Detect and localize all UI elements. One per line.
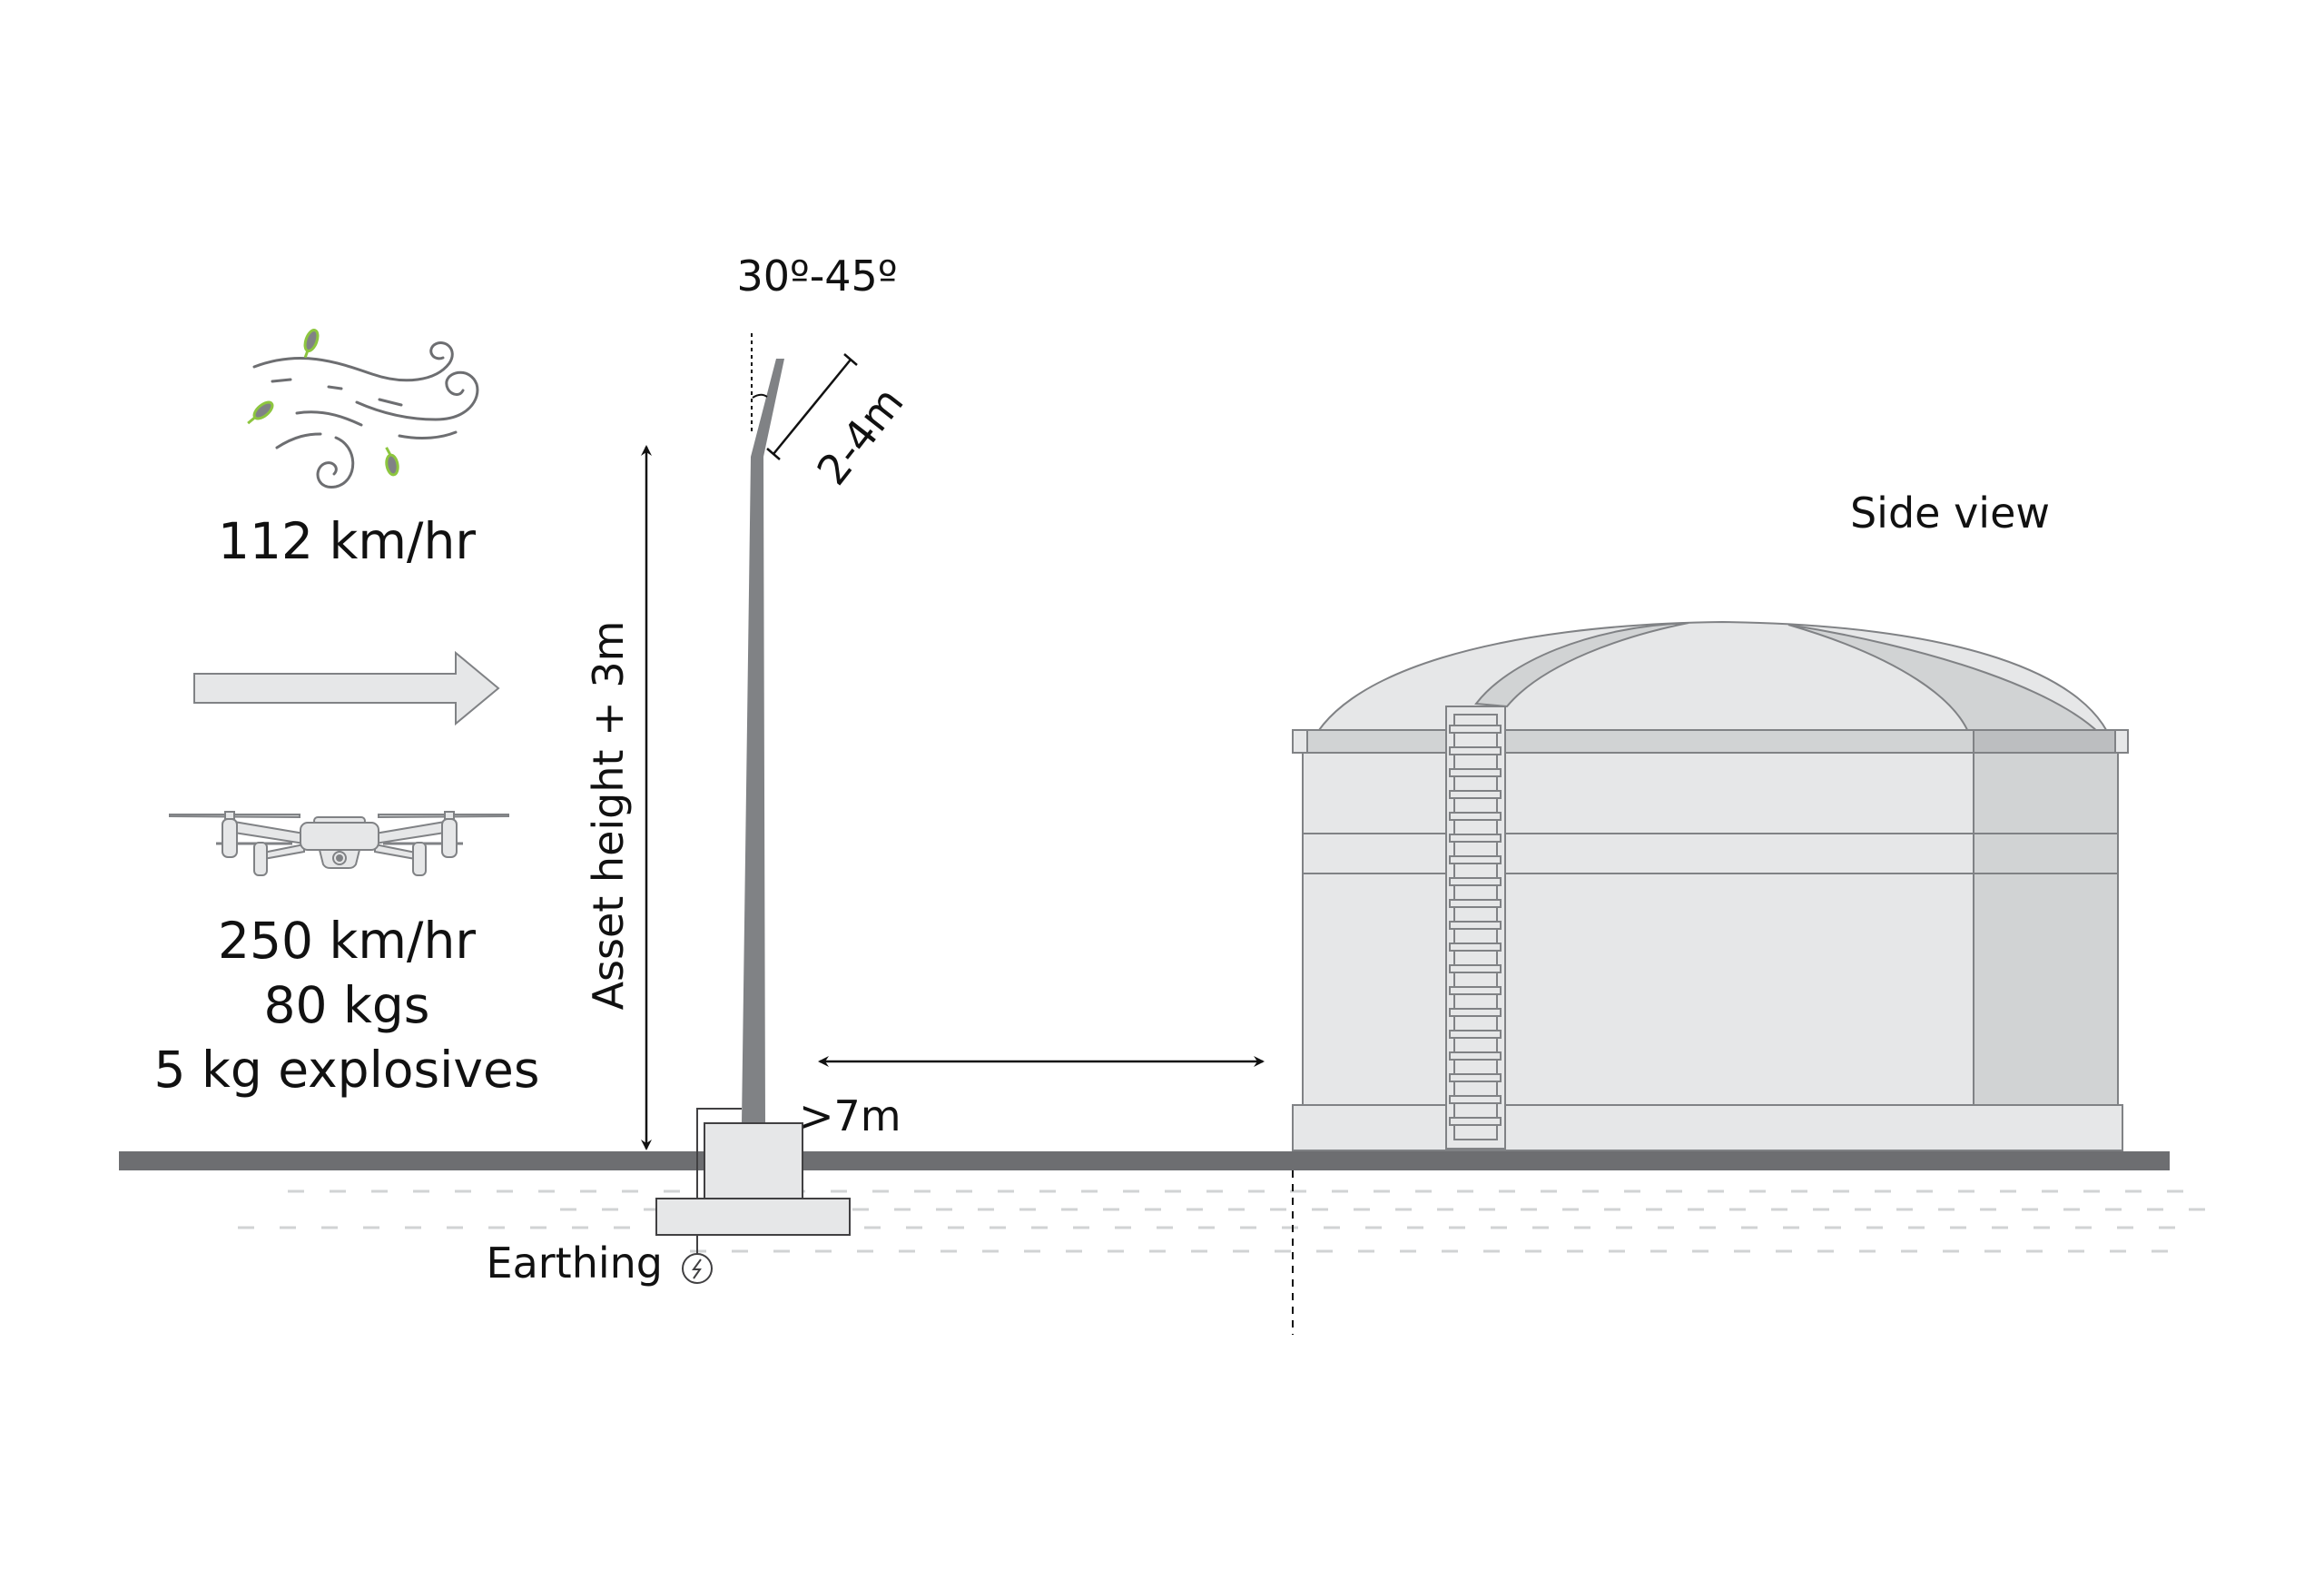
soil-layer-lines [238, 1189, 2211, 1253]
earthing-wire [696, 1108, 742, 1254]
distance-label: >7m [799, 1091, 901, 1140]
earthing-label: Earthing [487, 1239, 664, 1288]
drone-speed-label: 250 km/hr [218, 912, 476, 970]
tilt-angle-label: 30º-45º [736, 252, 897, 301]
ladder-rungs [1449, 725, 1502, 1126]
tank-ladder [1445, 706, 1506, 1150]
mast-foundation [655, 1122, 851, 1236]
quadcopter-drone-icon [169, 811, 509, 876]
tilt-length-label: 2-4m [807, 378, 912, 494]
drone-weight-label: 80 kgs [264, 976, 430, 1034]
asset-height-label: Asset height + 3m [584, 621, 633, 1011]
side-view-label: Side view [1850, 489, 2050, 538]
lightning-mast [742, 333, 858, 1123]
storage-tank [1292, 620, 2129, 1151]
angle-arc [752, 393, 768, 399]
leaf-icons [247, 329, 399, 477]
wind-speed-label: 112 km/hr [218, 512, 476, 570]
lightning-ground-icon [682, 1253, 713, 1284]
drone-payload-label: 5 kg explosives [154, 1041, 540, 1099]
wind-with-leaves-icon [252, 341, 479, 489]
tilt-length-dimension [766, 353, 858, 460]
ground-line [119, 1151, 2170, 1170]
right-arrow-icon [193, 650, 500, 726]
